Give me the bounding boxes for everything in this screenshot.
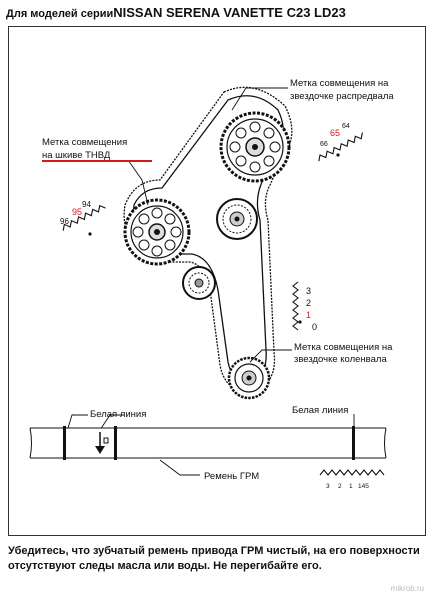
crank-tooth-0: 0 (312, 322, 317, 332)
white-line-label-left: Белая линия (90, 409, 146, 420)
crankshaft-sprocket (227, 356, 271, 400)
belt-tooth-1: 1 (349, 483, 353, 490)
white-line-marker-middle (114, 426, 117, 460)
belt-label: Ремень ГРМ (204, 471, 259, 482)
cam-mark-label-1: Метка совмещения на (290, 78, 389, 89)
crank-tooth-2: 2 (306, 298, 311, 308)
white-line-label-right: Белая линия (292, 405, 348, 416)
title-prefix: Для моделей серии (6, 8, 114, 20)
timing-belt-diagram: Метка совмещения на звездочке распредвал… (29, 78, 394, 490)
page-title: Для моделей серииNISSAN SERENA VANETTE C… (6, 4, 346, 22)
leader-lines (67, 87, 355, 476)
crank-tooth-detail (292, 281, 302, 331)
cam-tooth-64: 64 (342, 123, 350, 130)
white-line-marker-left (63, 426, 66, 460)
belt-tooth-2: 2 (338, 483, 342, 490)
pump-tooth-95: 95 (72, 207, 82, 217)
belt-tooth-145: 145 (358, 483, 369, 490)
pump-tooth-94: 94 (82, 200, 91, 209)
belt-tooth-detail (319, 469, 385, 476)
injection-pump-pulley (123, 198, 191, 266)
cam-mark-label-2: звездочке распредвала (290, 91, 394, 102)
white-line-marker-right (352, 426, 355, 460)
crank-mark-label-1: Метка совмещения на (294, 342, 393, 353)
diagram-frame (8, 26, 426, 536)
camshaft-sprocket (219, 111, 291, 183)
belt-tooth-3: 3 (326, 483, 330, 490)
cam-tooth-66: 66 (320, 141, 328, 148)
crank-tooth-1: 1 (306, 310, 311, 320)
title-model: NISSAN SERENA VANETTE C23 LD23 (113, 5, 346, 20)
belt-strip (29, 426, 387, 460)
watermark: mikrob.ru (390, 584, 424, 593)
crank-tooth-3: 3 (306, 286, 311, 296)
idler-pulley (182, 266, 216, 300)
pump-tooth-96: 96 (60, 217, 69, 226)
instruction-caption: Убедитесь, что зубчатый ремень привода Г… (8, 545, 420, 572)
cam-tooth-65: 65 (330, 128, 340, 138)
pump-mark-label-1: Метка совмещения (42, 137, 127, 148)
pump-mark-label-2: на шкиве ТНВД (42, 150, 111, 161)
pump-tooth-detail (62, 204, 106, 236)
cam-tooth-detail (318, 132, 363, 162)
tensioner-pulley (216, 198, 258, 240)
crank-mark-label-2: звездочке коленвала (294, 354, 387, 365)
